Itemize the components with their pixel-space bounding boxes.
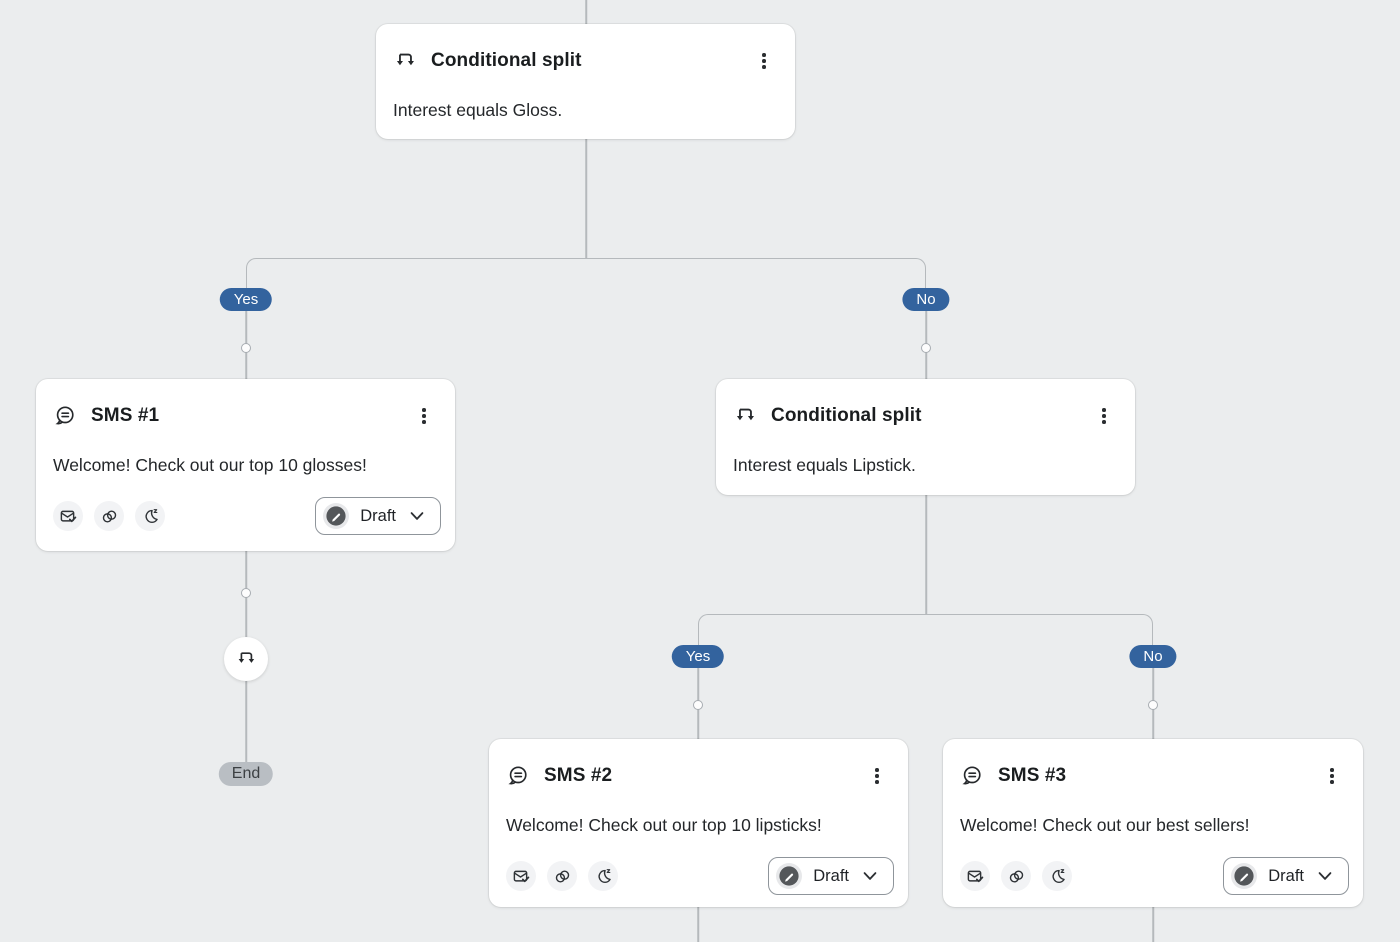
node-sms-3[interactable]: SMS #3 Welcome! Check out our best selle… — [943, 739, 1363, 907]
conditional-split-mini-node[interactable] — [224, 637, 268, 681]
node-title: Conditional split — [431, 50, 582, 71]
connector-dot[interactable] — [921, 343, 931, 353]
branch-label-yes: Yes — [671, 645, 725, 668]
link-tracking-icon — [1001, 861, 1031, 891]
split-branch-icon — [394, 50, 416, 72]
node-conditional-split-1[interactable]: Conditional split Interest equals Gloss. — [376, 24, 795, 139]
connector-dot[interactable] — [241, 588, 251, 598]
node-description: Interest equals Gloss. — [393, 100, 563, 120]
connector-dot[interactable] — [241, 343, 251, 353]
connector-line — [585, 0, 587, 24]
kebab-menu-button[interactable] — [1091, 403, 1117, 429]
connector-line — [697, 907, 699, 942]
sms-message-preview: Welcome! Check out our top 10 lipsticks! — [506, 815, 822, 835]
branch-label-no: No — [1129, 645, 1177, 668]
node-conditional-split-2[interactable]: Conditional split Interest equals Lipsti… — [716, 379, 1135, 495]
connector-dot[interactable] — [1148, 700, 1158, 710]
branch-label-no: No — [902, 288, 950, 311]
status-label: Draft — [813, 866, 849, 885]
chevron-down-icon — [1315, 866, 1335, 886]
sms-bubble-icon — [507, 765, 529, 787]
draft-pencil-icon — [776, 863, 803, 889]
status-label: Draft — [1268, 866, 1304, 885]
status-label: Draft — [360, 506, 396, 525]
sms-message-preview: Welcome! Check out our top 10 glosses! — [53, 455, 367, 475]
email-consent-check-icon — [506, 861, 536, 891]
kebab-menu-button[interactable] — [1319, 763, 1345, 789]
node-title: Conditional split — [771, 405, 922, 426]
kebab-menu-button[interactable] — [411, 403, 437, 429]
link-tracking-icon — [94, 501, 124, 531]
connector-dot[interactable] — [693, 700, 703, 710]
branch-label-yes: Yes — [219, 288, 273, 311]
split-branch-icon — [236, 649, 256, 669]
node-title: SMS #1 — [91, 405, 160, 426]
moon-quiet-hours-icon — [135, 501, 165, 531]
node-sms-2[interactable]: SMS #2 Welcome! Check out our top 10 lip… — [489, 739, 908, 907]
moon-quiet-hours-icon — [588, 861, 618, 891]
link-tracking-icon — [547, 861, 577, 891]
node-sms-1[interactable]: SMS #1 Welcome! Check out our top 10 glo… — [36, 379, 455, 551]
branch-corner-left — [698, 614, 926, 645]
node-title: SMS #2 — [544, 765, 613, 786]
chevron-down-icon — [860, 866, 880, 886]
chevron-down-icon — [407, 506, 427, 526]
sms-bubble-icon — [961, 765, 983, 787]
email-consent-check-icon — [960, 861, 990, 891]
sms-bubble-icon — [54, 405, 76, 427]
kebab-menu-button[interactable] — [751, 48, 777, 74]
node-description: Interest equals Lipstick. — [733, 455, 916, 475]
status-dropdown[interactable]: Draft — [768, 857, 894, 895]
draft-pencil-icon — [323, 503, 350, 529]
end-terminal-badge: End — [218, 762, 274, 786]
split-branch-icon — [734, 405, 756, 427]
sms-message-preview: Welcome! Check out our best sellers! — [960, 815, 1250, 835]
connector-line — [585, 139, 587, 259]
email-consent-check-icon — [53, 501, 83, 531]
draft-pencil-icon — [1231, 863, 1258, 889]
connector-line — [1152, 907, 1154, 942]
moon-quiet-hours-icon — [1042, 861, 1072, 891]
status-dropdown[interactable]: Draft — [315, 497, 441, 535]
kebab-menu-button[interactable] — [864, 763, 890, 789]
branch-corner-right — [926, 614, 1153, 645]
node-title: SMS #3 — [998, 765, 1067, 786]
branch-corner-left — [246, 258, 586, 289]
status-dropdown[interactable]: Draft — [1223, 857, 1349, 895]
branch-corner-right — [586, 258, 926, 289]
connector-line — [925, 495, 927, 615]
